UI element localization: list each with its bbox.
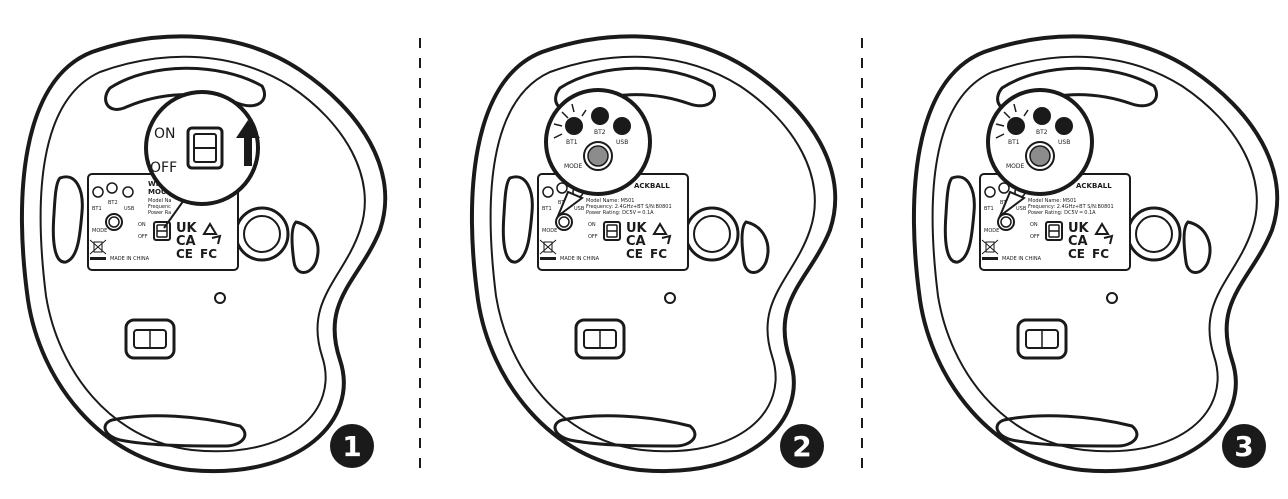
panel-3: BT1 BT2 USB MODE ACKBALL Model Name: M50… — [911, 34, 1280, 474]
bt1-led-icon — [92, 186, 104, 198]
off-label: OFF — [138, 234, 148, 240]
label-line-2: Frequency: 2.4GHz+BT S/N:B0801 — [586, 204, 672, 210]
on-label: ON — [588, 222, 596, 228]
mode-label: MODE — [984, 228, 999, 234]
usb-label: USB — [574, 206, 585, 212]
usb-label: USB — [124, 206, 135, 212]
power-switch-icon — [1045, 221, 1063, 241]
panel-2: BT1 BT2 USB MODE ACKBALL Model Name: M50… — [469, 34, 838, 474]
mode-button-icon — [105, 213, 123, 231]
zoom-bt2-label: BT2 — [1036, 129, 1048, 136]
zoom-bubble-mode-leds: BT1 BT2 USB MODE — [544, 88, 652, 196]
bt2-led-icon — [556, 182, 568, 194]
zoom-bt1-led-icon — [1007, 117, 1025, 135]
ce-mark: CE — [1068, 247, 1085, 261]
bt2-led-icon — [998, 182, 1010, 194]
bt1-label: BT1 — [542, 206, 552, 212]
bt2-led-icon — [106, 182, 118, 194]
step-badge-2: 2 — [780, 424, 824, 468]
off-label: OFF — [588, 234, 598, 240]
step-badge-3: 3 — [1222, 424, 1266, 468]
mode-button-icon — [555, 213, 573, 231]
zoom-bubble-mode-leds: BT1 BT2 USB MODE — [986, 88, 1094, 196]
zoom-mode-label: MODE — [564, 163, 583, 170]
power-switch-icon — [153, 221, 171, 241]
zoom-bt1-label: BT1 — [1008, 139, 1020, 146]
step-badge-1: 1 — [330, 424, 374, 468]
zoom-usb-label: USB — [616, 139, 628, 146]
zoom-bt2-led-icon — [1033, 107, 1051, 125]
step-number: 2 — [792, 430, 811, 463]
zoom-off-label: OFF — [150, 160, 177, 176]
mode-label: MODE — [542, 228, 557, 234]
zoom-bt2-led-icon — [591, 107, 609, 125]
led-blink-rays-icon — [995, 103, 1029, 139]
ukca-mark-bottom: CA — [626, 234, 646, 249]
made-in-label: MADE IN CHINA — [560, 256, 600, 262]
fcc-mark: FC — [200, 247, 217, 261]
bt1-led-icon — [984, 186, 996, 198]
ce-mark: CE — [176, 247, 193, 261]
fcc-mark: FC — [650, 247, 667, 261]
label-title-a: WI — [148, 180, 158, 188]
ce-mark: CE — [626, 247, 643, 261]
recycle-icon — [1094, 222, 1114, 245]
zoom-switch-icon — [186, 126, 224, 170]
label-line-1: Model Name: M501 — [586, 198, 634, 204]
arrow-up-icon — [236, 120, 260, 166]
zoom-bubble-power-switch: ON OFF — [144, 90, 260, 206]
zoom-usb-led-icon — [1055, 117, 1073, 135]
step-number: 3 — [1234, 430, 1253, 463]
label-title: ACKBALL — [634, 182, 670, 190]
weee-bin-icon — [89, 239, 107, 260]
label-line-3: Power Rating: DC5V ═ 0.1A — [586, 210, 654, 216]
off-label: OFF — [1030, 234, 1040, 240]
zoom-usb-label: USB — [1058, 139, 1070, 146]
weee-bin-icon — [539, 239, 557, 260]
led-blink-rays-icon — [553, 103, 587, 139]
bt1-label: BT1 — [92, 206, 102, 212]
label-line-3: Power Ra — [148, 210, 171, 216]
recycle-icon — [652, 222, 672, 245]
zoom-bt1-label: BT1 — [566, 139, 578, 146]
made-in-label: MADE IN CHINA — [1002, 256, 1042, 262]
fcc-mark: FC — [1092, 247, 1109, 261]
power-switch-icon — [603, 221, 621, 241]
zoom-bt2-label: BT2 — [594, 129, 606, 136]
made-in-label: MADE IN CHINA — [110, 256, 150, 262]
bt1-label: BT1 — [984, 206, 994, 212]
label-title-b: MOUS — [148, 188, 172, 196]
zoom-mode-button-icon — [587, 145, 609, 167]
ukca-mark-bottom: CA — [176, 234, 196, 249]
zoom-bt1-led-icon — [565, 117, 583, 135]
ukca-mark-top: UK — [1068, 221, 1090, 236]
panel-1: BT1 BT2 USB MODE WI MOUS Model Na Freque… — [19, 34, 388, 474]
step-number: 1 — [342, 430, 361, 463]
zoom-usb-led-icon — [613, 117, 631, 135]
ukca-mark-bottom: CA — [1068, 234, 1088, 249]
usb-label: USB — [1016, 206, 1027, 212]
label-line-1: Model Na — [148, 198, 171, 204]
bt1-led-icon — [542, 186, 554, 198]
zoom-mode-label: MODE — [1006, 163, 1025, 170]
on-label: ON — [138, 222, 146, 228]
ukca-mark-top: UK — [176, 221, 198, 236]
bt2-label: BT2 — [108, 200, 118, 206]
ukca-mark-top: UK — [626, 221, 648, 236]
weee-bin-icon — [981, 239, 999, 260]
label-title: ACKBALL — [1076, 182, 1112, 190]
zoom-on-label: ON — [154, 126, 176, 142]
recycle-icon — [202, 222, 222, 245]
mode-button-icon — [997, 213, 1015, 231]
zoom-mode-button-icon — [1029, 145, 1051, 167]
label-line-2: Frequenc — [148, 204, 171, 210]
label-line-1: Model Name: M501 — [1028, 198, 1076, 204]
on-label: ON — [1030, 222, 1038, 228]
mode-label: MODE — [92, 228, 107, 234]
label-line-3: Power Rating: DC5V ═ 0.1A — [1028, 210, 1096, 216]
label-line-2: Frequency: 2.4GHz+BT S/N:B0801 — [1028, 204, 1114, 210]
usb-led-icon — [122, 186, 134, 198]
